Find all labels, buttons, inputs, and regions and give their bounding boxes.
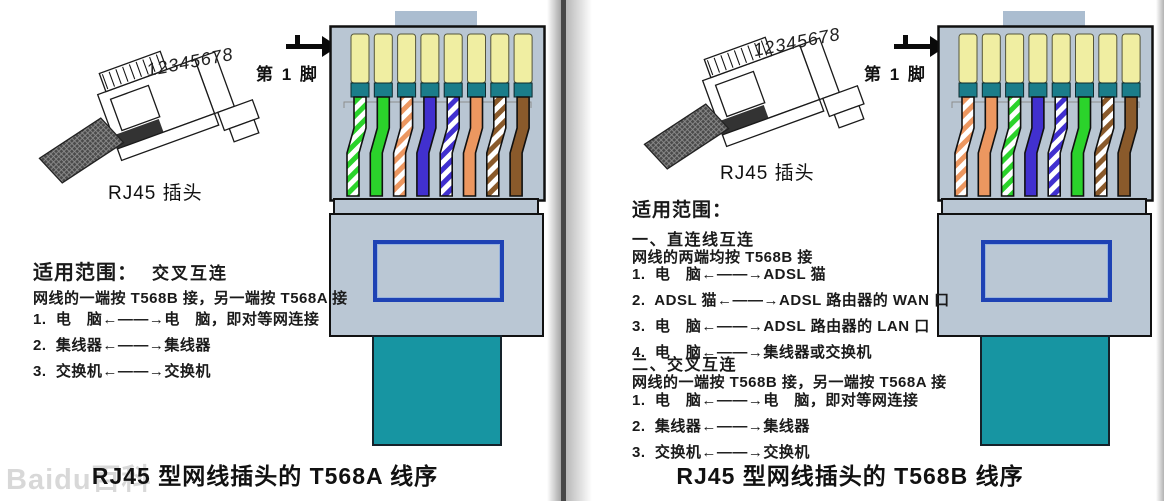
section2-title: 二、交叉互连 <box>632 357 738 374</box>
divider-shadow <box>566 0 592 501</box>
scope-value: 交叉互连 <box>152 264 228 283</box>
straight-list: 1. 电 脑←——→ADSL 猫 2. ADSL 猫←——→ADSL 路由器的 … <box>632 263 950 367</box>
connector-lower-body <box>329 213 544 337</box>
scope-title: 适用范围： <box>33 262 138 284</box>
pin1-label: 第 1 脚 <box>864 65 927 84</box>
connector-latch-tab <box>1003 11 1085 29</box>
plug-caption: RJ45 插头 <box>720 163 815 184</box>
pin1-label: 第 1 脚 <box>256 65 319 84</box>
crossover-desc: 网线的一端按 T568B 接，另一端按 T568A 接 <box>33 290 348 307</box>
rj45-connector-front-t568a <box>329 25 546 202</box>
connector-cable <box>980 335 1110 446</box>
list-item: 3. 交换机←——→交换机 <box>33 363 211 380</box>
section2-desc: 网线的一端按 T568B 接，另一端按 T568A 接 <box>632 374 947 391</box>
connector-window <box>981 240 1112 302</box>
crossover-list: 1. 电 脑←——→电 脑，即对等网连接 2. 集线器←——→集线器 3. 交换… <box>632 389 918 467</box>
divider-shadow <box>547 0 561 501</box>
rj45-plug-illustration <box>643 36 865 170</box>
plug-caption: RJ45 插头 <box>108 183 203 204</box>
list-item: 1. 电 脑←——→电 脑，即对等网连接 <box>33 311 320 328</box>
list-item: 2. 集线器←——→集线器 <box>33 337 211 354</box>
panel-title-t568a: RJ45 型网线插头的 T568A 线序 <box>91 463 439 489</box>
scope-title: 适用范围： <box>632 200 733 221</box>
list-item: 1. 电 脑←——→ADSL 猫 <box>632 266 827 283</box>
image-edge-shadow <box>1156 0 1164 501</box>
connector-cable <box>372 335 502 446</box>
watermark: Baidu百科 <box>6 464 152 496</box>
list-item: 2. 集线器←——→集线器 <box>632 418 810 435</box>
rj45-plug-illustration <box>38 50 260 184</box>
section1-desc: 网线的两端均按 T568B 接 <box>632 249 813 266</box>
panel-title-t568b: RJ45 型网线插头的 T568B 线序 <box>676 463 1024 489</box>
crossover-list: 1. 电 脑←——→电 脑，即对等网连接 2. 集线器←——→集线器 3. 交换… <box>33 308 319 386</box>
list-item: 1. 电 脑←——→电 脑，即对等网连接 <box>632 392 919 409</box>
list-item: 4. 电 脑←——→集线器或交换机 <box>632 344 872 361</box>
list-item: 3. 电 脑←——→ADSL 路由器的 LAN 口 <box>632 318 930 335</box>
scope-row: 适用范围： 交叉互连 <box>33 256 228 285</box>
list-item: 3. 交换机←——→交换机 <box>632 444 810 461</box>
panel-divider <box>561 0 566 501</box>
connector-window <box>373 240 504 302</box>
rj45-connector-front-t568b <box>937 25 1154 202</box>
connector-latch-tab <box>395 11 477 29</box>
list-item: 2. ADSL 猫←——→ADSL 路由器的 WAN 口 <box>632 292 950 309</box>
section1-title: 一、直连线互连 <box>632 232 755 249</box>
